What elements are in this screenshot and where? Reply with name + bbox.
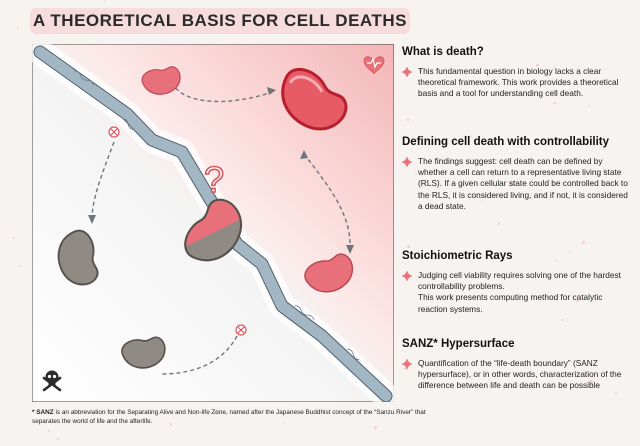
speckle	[427, 69, 429, 72]
section-text: Judging cell viability requires solving …	[418, 270, 621, 292]
speckle	[104, 0, 106, 2]
speckle	[480, 199, 482, 201]
speckle	[553, 101, 556, 105]
speckle	[558, 260, 561, 262]
speckle	[589, 105, 591, 107]
splat-bullet-icon	[402, 359, 412, 369]
section-defining-cell-death: Defining cell death with controllability…	[402, 136, 634, 212]
speckle	[56, 437, 59, 440]
question-mark: ?	[204, 159, 224, 200]
trajectory-paths	[91, 81, 351, 375]
footnote: * SANZ is an abbreviation for the Separa…	[32, 408, 452, 426]
arrow-heads	[88, 87, 354, 254]
splat-bullet-icon	[402, 157, 412, 167]
footnote-text: is an abbreviation for the Separating Al…	[32, 409, 426, 425]
speckle	[585, 273, 587, 276]
section-heading: SANZ* Hypersurface	[402, 338, 515, 350]
section-text: Quantification of the “life-death bounda…	[418, 358, 622, 391]
trajectory-alive-to-rls	[171, 81, 273, 103]
arrow-head	[267, 87, 276, 95]
section-body: Quantification of the “life-death bounda…	[402, 358, 634, 392]
speckle	[47, 429, 51, 433]
trajectory-dead-upward	[91, 141, 115, 220]
speckle	[561, 319, 564, 322]
section-sanz-hypersurface: SANZ* Hypersurface Quantification of the…	[402, 338, 634, 392]
speckle	[536, 64, 540, 68]
speckle	[571, 292, 574, 294]
splat-bullet-icon	[402, 67, 412, 77]
speckle	[13, 237, 15, 239]
alive-cell-lower	[304, 253, 354, 293]
diagram-panel: ?	[27, 39, 399, 409]
speckle	[487, 379, 490, 382]
dead-cell-lower	[121, 336, 166, 369]
speckle	[472, 58, 475, 60]
footnote-term: * SANZ	[32, 409, 54, 416]
section-heading: Defining cell death with controllability	[402, 136, 610, 148]
speckle	[449, 308, 452, 310]
section-text-2: This work presents computing method for …	[418, 292, 603, 314]
section-heading: Stoichiometric Rays	[402, 250, 513, 262]
speckle	[615, 391, 618, 394]
speckle	[433, 285, 436, 288]
speckle	[414, 173, 418, 176]
diagram-canvas: ?	[27, 39, 399, 409]
speckle	[374, 426, 377, 430]
page-title: A THEORETICAL BASIS FOR CELL DEATHS	[30, 8, 410, 34]
arrow-head	[300, 150, 308, 159]
speckle	[568, 251, 571, 254]
speckle	[470, 134, 473, 137]
speckle	[18, 265, 21, 268]
section-heading: What is death?	[402, 46, 484, 58]
skull-crossbones-icon	[42, 370, 62, 392]
section-text: This fundamental question in biology lac…	[418, 66, 619, 99]
speckle	[406, 118, 410, 122]
speckle	[407, 245, 411, 248]
section-stoichiometric-rays: Stoichiometric Rays Judging cell viabili…	[402, 250, 634, 315]
speckle	[576, 299, 579, 302]
speckle	[581, 240, 585, 244]
dead-cell-left	[57, 229, 99, 286]
heart-monitor-icon	[363, 56, 385, 75]
speckle	[510, 182, 514, 186]
speckle	[169, 422, 173, 426]
section-what-is-death: What is death? This fundamental question…	[402, 46, 634, 100]
splat-bullet-icon	[402, 271, 412, 281]
speckle	[419, 68, 423, 72]
speckle	[602, 168, 607, 173]
section-text: The findings suggest: cell death can be …	[418, 156, 628, 211]
speckle	[597, 428, 599, 430]
section-body: This fundamental question in biology lac…	[402, 66, 634, 100]
alive-cell-rls	[281, 67, 348, 131]
arrow-head	[346, 245, 354, 254]
arrow-head	[88, 215, 96, 224]
section-body: The findings suggest: cell death can be …	[402, 156, 634, 212]
speckle	[463, 376, 465, 378]
speckle	[214, 411, 218, 415]
speckle	[554, 259, 557, 262]
speckle	[17, 26, 20, 29]
speckle	[497, 221, 501, 225]
speckle	[282, 422, 284, 424]
section-body: Judging cell viability requires solving …	[402, 270, 634, 315]
no-entry-icon	[108, 126, 120, 138]
trajectory-dead-lower	[161, 335, 238, 375]
alive-cell-small	[141, 66, 181, 95]
speckle	[403, 366, 408, 371]
speckle	[589, 380, 593, 384]
boundary-cell	[184, 198, 243, 262]
no-entry-icon	[235, 324, 247, 336]
